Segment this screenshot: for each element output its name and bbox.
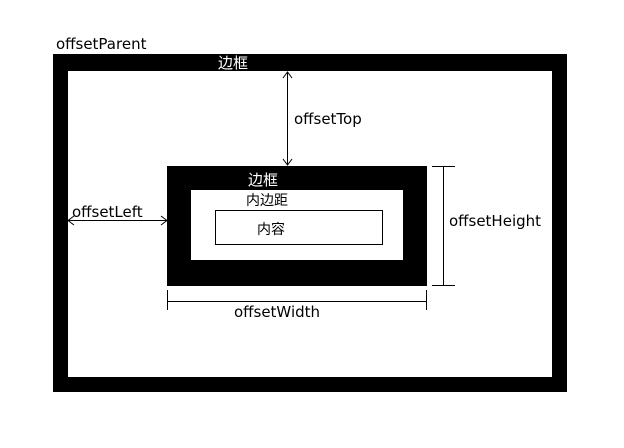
element-content-box [215, 210, 383, 245]
offset-top-arrowhead-down [282, 158, 293, 166]
inner-border-label: 边框 [248, 171, 279, 189]
offset-parent-label: offsetParent [56, 35, 147, 53]
offset-left-arrowhead-right [160, 215, 168, 226]
padding-label: 内边距 [246, 193, 288, 209]
offset-left-arrowhead-left [67, 215, 75, 226]
offset-height-label: offsetHeight [449, 212, 542, 230]
offset-left-label: offsetLeft [72, 203, 143, 221]
content-label: 内容 [257, 222, 285, 238]
offset-width-label: offsetWidth [234, 303, 321, 321]
offset-top-label: offsetTop [294, 110, 362, 128]
outer-border-label: 边框 [218, 54, 249, 72]
offset-top-arrowhead-up [282, 71, 293, 79]
